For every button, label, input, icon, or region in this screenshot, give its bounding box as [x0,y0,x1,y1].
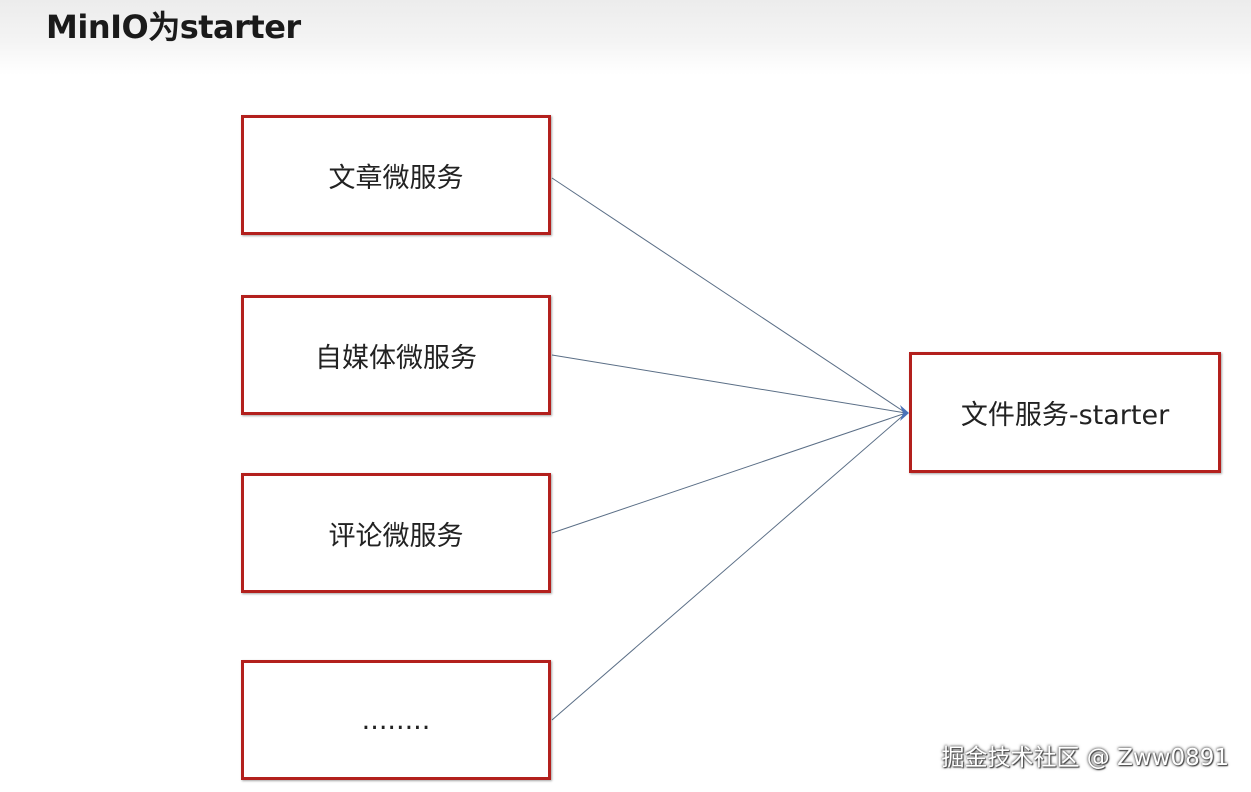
article-service-box: 文章微服务 [241,115,551,235]
watermark: 掘金技术社区 @ Zww0891 [941,745,1229,771]
arrowhead-icon [900,405,909,421]
connector-comment [551,412,907,534]
page-title: MinIO为starter [46,8,301,46]
more-services-box: ........ [241,660,551,780]
file-service-starter-label: 文件服务-starter [960,400,1170,431]
connector-media [551,354,907,414]
comment-service-box: 评论微服务 [241,473,551,593]
media-service-box: 自媒体微服务 [241,295,551,415]
connector-article [551,177,907,414]
header-band [0,0,1251,75]
file-service-starter-box: 文件服务-starter [909,352,1221,473]
article-service-label: 文章微服务 [328,162,464,194]
more-services-label: ........ [361,704,431,736]
connector-more [551,412,907,721]
comment-service-label: 评论微服务 [328,520,464,552]
media-service-label: 自媒体微服务 [315,342,477,374]
